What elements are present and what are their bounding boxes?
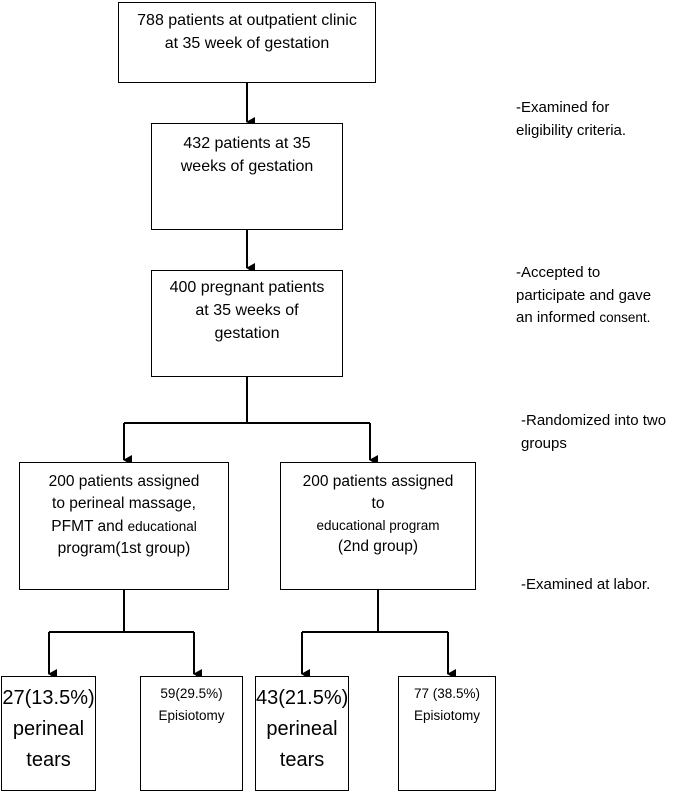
box-group2-line: educational program [316,517,440,533]
box-group1-line: 200 patients assigned [48,473,200,490]
box-consented-line: 400 pregnant patients [169,279,325,296]
box-group1: 200 patients assigned to perineal massag… [19,462,229,590]
note-consent-line: participate and gave [516,286,652,304]
note-consent-text: an informed [516,309,596,326]
box-group1-text: educational [127,518,197,534]
box-consented: 400 pregnant patients at 35 weeks of ges… [151,270,343,377]
note-consent: -Accepted to participate and gave an inf… [516,262,651,330]
box-clinic: 788 patients at outpatient clinic at 35 … [118,2,376,83]
note-labor-line: -Examined at labor. [521,576,651,593]
box-g2-tears-line: perineal [266,718,338,740]
box-g1-tears-line: perineal [12,718,85,740]
note-eligibility-line: eligibility criteria. [516,121,627,139]
box-g1-tears-line: 27(13.5%) [2,687,95,709]
note-consent-text: consent. [599,310,651,325]
box-clinic-line: at 35 week of gestation [164,35,330,53]
note-consent-line: -Accepted to [516,264,601,281]
box-clinic-line: 788 patients at outpatient clinic [137,12,357,29]
note-randomized: -Randomized into two groups [521,410,666,455]
box-g1-tears: 27(13.5%) perineal tears [1,676,96,791]
box-group2-line: 200 patients assigned [302,473,454,490]
box-group1-line: program(1st group) [57,540,191,558]
box-consented-line: gestation [214,325,280,343]
box-g2-tears-line: 43(21.5%) [256,687,349,709]
box-group1-line: to perineal massage, [52,495,196,513]
box-eligible: 432 patients at 35 weeks of gestation [151,123,343,230]
box-g2-episiotomy-line: 77 (38.5%) [413,686,481,701]
box-group1-line: PFMT and educational [20,516,228,538]
box-group1-text: PFMT and [51,517,124,535]
box-consented-line: at 35 weeks of [195,302,299,320]
box-group2-line: (2nd group) [337,537,419,555]
note-eligibility: -Examined for eligibility criteria. [516,97,626,142]
box-g2-tears: 43(21.5%) perineal tears [255,676,349,791]
box-g1-episiotomy-line: 59(29.5%) [160,686,223,701]
note-eligibility-line: -Examined for [516,99,610,116]
box-g2-tears-line: tears [279,749,325,771]
box-eligible-line: 432 patients at 35 [183,135,311,152]
note-labor: -Examined at labor. [521,574,650,597]
box-group2-line: to [371,495,385,513]
box-g2-episiotomy-line: Episiotomy [413,708,481,724]
box-eligible-line: weeks of gestation [180,158,314,176]
box-g1-tears-line: tears [26,749,71,771]
note-consent-line: an informed consent. [516,307,651,330]
box-g1-episiotomy-line: Episiotomy [158,708,225,724]
note-randomized-line: groups [521,434,567,452]
box-g2-episiotomy: 77 (38.5%) Episiotomy [398,676,496,791]
note-randomized-line: -Randomized into two [521,412,667,429]
box-group2: 200 patients assigned to educational pro… [280,462,476,590]
box-g1-episiotomy: 59(29.5%) Episiotomy [140,676,243,791]
